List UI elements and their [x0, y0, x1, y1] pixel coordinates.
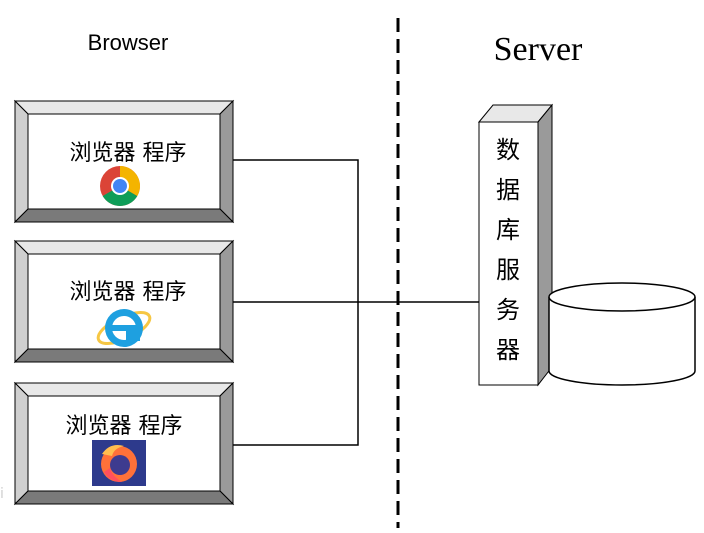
browser-title: Browser — [88, 30, 169, 55]
database-server-tower: 数 据 库 服 务 器 — [477, 103, 554, 387]
chrome-icon — [100, 166, 140, 206]
browser-client-box: 浏览器 程序 — [13, 381, 235, 506]
server-title: Server — [494, 31, 583, 68]
db-server-label: 数 据 库 服 务 器 — [496, 136, 520, 364]
connection-lines — [233, 159, 479, 446]
client-label: 浏览器 程序 — [66, 414, 183, 439]
connector-client-1 — [233, 159, 359, 302]
connector-client-3 — [233, 302, 359, 446]
db-server-char: 服 — [496, 256, 520, 284]
firefox-icon — [92, 440, 146, 486]
db-server-char: 据 — [496, 176, 520, 204]
client-label: 浏览器 程序 — [70, 280, 187, 305]
db-server-char: 库 — [496, 216, 520, 244]
internet-explorer-icon — [96, 309, 152, 347]
browser-client-box: 浏览器 程序 — [13, 99, 235, 224]
db-server-char: 器 — [496, 336, 520, 364]
browser-client-box: 浏览器 程序 — [13, 239, 235, 364]
db-server-char: 务 — [496, 296, 520, 324]
database-cylinder-icon — [548, 282, 696, 386]
client-label: 浏览器 程序 — [70, 141, 187, 166]
watermark-fragment: i — [0, 486, 4, 502]
db-server-char: 数 — [496, 136, 520, 164]
